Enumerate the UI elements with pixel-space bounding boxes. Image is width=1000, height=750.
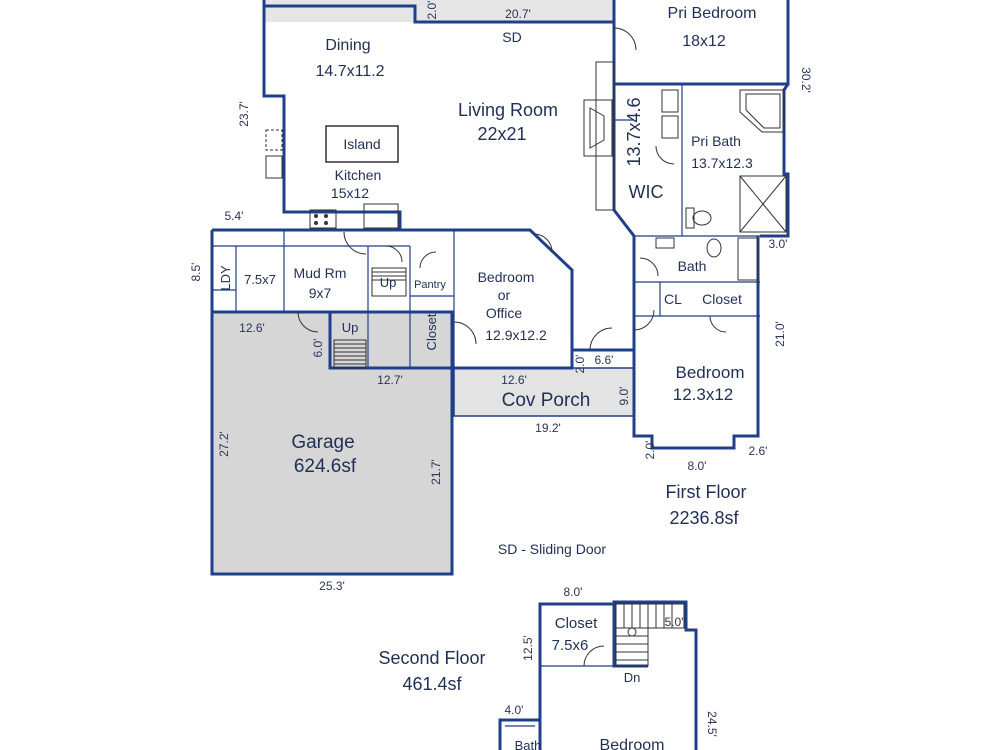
bedroom-size: 12.3x12 xyxy=(673,385,734,404)
kitchen-size: 15x12 xyxy=(331,185,369,201)
wic-label: WIC xyxy=(629,182,664,202)
bath-label: Bath xyxy=(678,258,707,274)
dim-label: 8.5' xyxy=(189,263,203,282)
stairs-down xyxy=(615,603,685,667)
interior-walls xyxy=(212,84,760,368)
legend-sd: SD - Sliding Door xyxy=(498,541,606,557)
island-box xyxy=(325,125,399,163)
dim-label: 20.7' xyxy=(505,7,531,21)
dimension-labels: 20.7' 2.0' 30.2' 23.7' 5.4' 3.0' 8.5' 12… xyxy=(189,1,813,737)
dim-label: 6.6' xyxy=(595,353,614,367)
vanity-icon-2 xyxy=(661,115,679,139)
fridge-icon xyxy=(265,155,283,179)
fireplace-icon xyxy=(583,61,615,211)
dim-label: 12.6' xyxy=(501,373,527,387)
dining-size: 14.7x11.2 xyxy=(315,63,384,80)
closet2-label: Closet xyxy=(555,615,598,632)
bath-tub-icon-2 xyxy=(737,237,759,281)
dim-label: 12.6' xyxy=(239,321,265,335)
tub-icon xyxy=(739,89,785,133)
mud-room-label: Mud Rm xyxy=(294,265,347,281)
ldy-label: LDY xyxy=(218,265,233,291)
bath-sink-icon xyxy=(655,237,675,249)
sink-icon xyxy=(363,203,399,229)
dim-label: 8.0' xyxy=(688,459,707,473)
vanity-icon-1 xyxy=(661,89,679,113)
stove-icon xyxy=(309,209,337,229)
office-label-3: Office xyxy=(486,305,523,321)
dim-label: 3.0' xyxy=(769,237,788,251)
closet-mid-label: Closet xyxy=(424,313,439,350)
dim-label: 5.0' xyxy=(665,615,684,629)
island-label: Island xyxy=(343,136,380,152)
garage-label: Garage xyxy=(291,432,354,453)
office-label-1: Bedroom xyxy=(478,269,535,285)
closet2-size: 7.5x6 xyxy=(552,637,589,654)
second-floor-label: Second Floor xyxy=(378,648,485,668)
bedroom2-label: Bedroom xyxy=(600,737,665,750)
dim-label: 25.3' xyxy=(319,579,345,593)
wic-size: 13.7x4.6 xyxy=(624,97,644,166)
living-room-label: Living Room xyxy=(458,100,558,120)
first-floor-walls xyxy=(210,0,790,576)
dim-label: 12.7' xyxy=(377,373,403,387)
dim-label: 21.0' xyxy=(773,321,787,347)
dim-label: 2.0' xyxy=(573,355,587,374)
dim-label: 21.7' xyxy=(429,459,443,485)
toilet-icon-2 xyxy=(706,238,722,258)
pri-bedroom-size: 18x12 xyxy=(682,33,726,50)
pri-bath-size: 13.7x12.3 xyxy=(691,155,753,171)
dim-label: 24.5' xyxy=(705,711,719,737)
dim-label: 30.2' xyxy=(799,67,813,93)
closet-right-label: Closet xyxy=(702,291,742,307)
first-floor-area: 2236.8sf xyxy=(669,508,739,528)
pantry-label: Pantry xyxy=(414,279,446,291)
dim-label: 2.6' xyxy=(749,444,768,458)
sd-label: SD xyxy=(502,29,521,45)
porch-label: Cov Porch xyxy=(502,390,591,411)
mud-room-size: 9x7 xyxy=(309,285,332,301)
kitchen-label: Kitchen xyxy=(335,167,382,183)
toilet-icon xyxy=(685,207,712,229)
dim-label: 4.0' xyxy=(505,703,524,717)
cl-label: CL xyxy=(664,291,682,307)
dim-label: 27.2' xyxy=(217,431,231,457)
shower-icon xyxy=(739,175,787,233)
stairs-up-2 xyxy=(333,339,367,369)
top-strip xyxy=(264,0,614,22)
dim-label: 2.0' xyxy=(643,441,657,460)
dim-label: 9.0' xyxy=(617,387,631,406)
ldy-size: 7.5x7 xyxy=(244,272,276,287)
office-size: 12.9x12.2 xyxy=(485,327,547,343)
dim-label: 19.2' xyxy=(535,421,561,435)
dn-label: Dn xyxy=(624,670,641,685)
pri-bath-label: Pri Bath xyxy=(691,133,741,149)
garage-size: 624.6sf xyxy=(294,456,357,477)
dim-label: 23.7' xyxy=(237,101,251,127)
porch-area xyxy=(453,367,635,417)
bedroom-label: Bedroom xyxy=(676,363,745,382)
dim-label: 12.5' xyxy=(521,635,535,661)
dining-label: Dining xyxy=(325,37,370,54)
door-swings xyxy=(297,27,727,351)
garage-area xyxy=(210,310,454,576)
dim-label: 5.4' xyxy=(225,209,244,223)
up-label-1: Up xyxy=(380,275,397,290)
office-label-2: or xyxy=(498,287,511,303)
living-room-size: 22x21 xyxy=(477,124,526,144)
bath2-label: Bath xyxy=(515,738,542,750)
dim-label: 6.0' xyxy=(311,339,325,358)
pri-bedroom-label: Pri Bedroom xyxy=(668,5,757,22)
counter-icon xyxy=(265,129,283,151)
dim-label: 2.0' xyxy=(425,1,439,20)
first-floor-label: First Floor xyxy=(666,482,747,502)
up-label-2: Up xyxy=(342,320,359,335)
dim-label: 8.0' xyxy=(564,585,583,599)
stairs-up-1 xyxy=(371,267,407,297)
second-floor-area: 461.4sf xyxy=(402,674,462,694)
